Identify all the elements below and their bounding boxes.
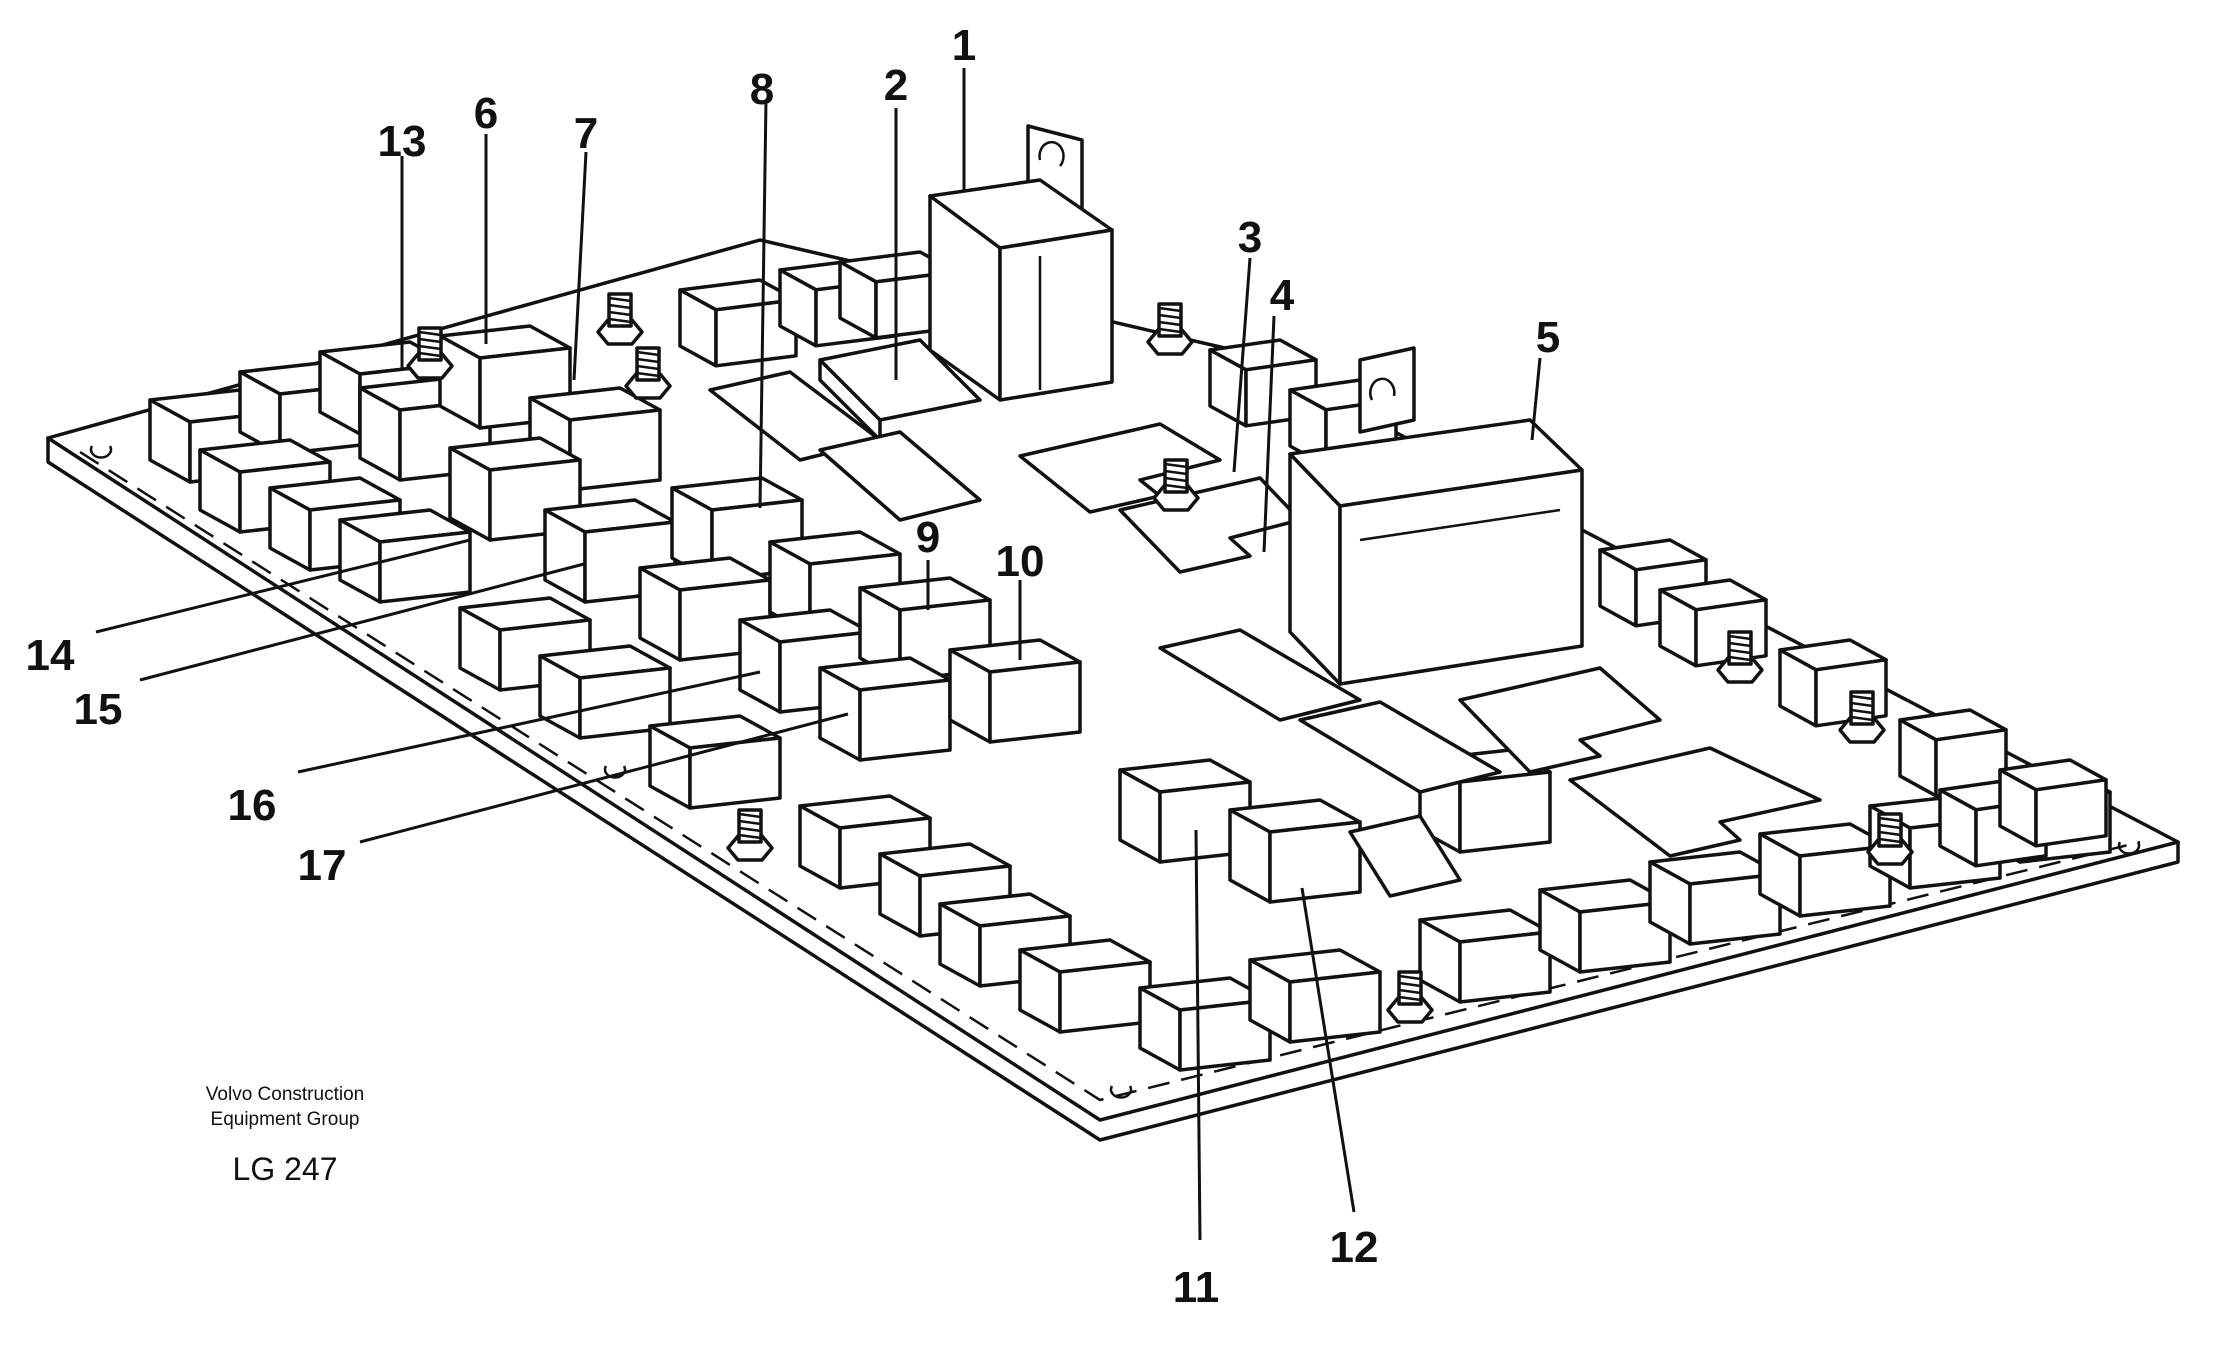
callout-11: 11: [1173, 1263, 1220, 1312]
callout-3: 3: [1238, 213, 1262, 262]
callout-12: 12: [1330, 1223, 1379, 1272]
callout-1: 1: [952, 21, 976, 70]
callout-13: 13: [378, 117, 427, 166]
callout-9: 9: [916, 513, 940, 562]
fuse-block-group: [148, 250, 2112, 1072]
callout-16: 16: [228, 781, 277, 830]
callout-15: 15: [74, 685, 123, 734]
company-line-1: Volvo Construction: [205, 1084, 365, 1105]
large-relay-5: [1288, 346, 1584, 686]
leader-lines: [95, 68, 1542, 1241]
callout-4: 4: [1270, 271, 1295, 320]
bolt-group: [406, 292, 1914, 1024]
callout-5: 5: [1536, 313, 1560, 362]
callout-2: 2: [884, 61, 908, 110]
company-line-2: Equipment Group: [210, 1109, 360, 1130]
fuse-strips: [708, 338, 1502, 898]
callout-17: 17: [298, 841, 347, 890]
large-relay-1: [928, 124, 1114, 402]
callout-6: 6: [474, 89, 498, 138]
callout-14: 14: [26, 631, 75, 680]
callout-labels: 1 2 3 4 5 6 7 8 9 10 11 12 13 14 15 16 1…: [26, 21, 1561, 1312]
callout-8: 8: [750, 65, 774, 114]
callout-10: 10: [996, 537, 1045, 586]
drawing-code: LG 247: [232, 1151, 338, 1187]
callout-7: 7: [574, 109, 598, 158]
company-caption: Volvo Construction Equipment Group: [150, 1082, 420, 1132]
